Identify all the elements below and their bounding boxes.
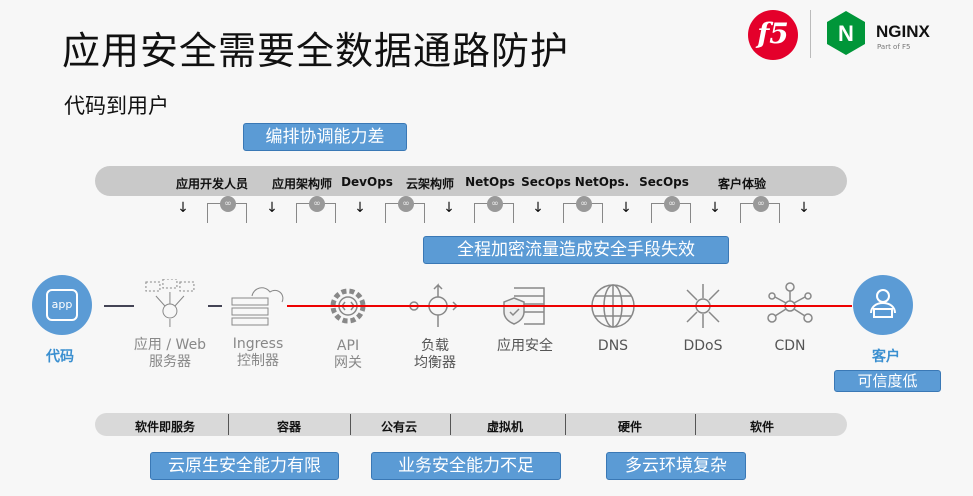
link-icon: ∞ xyxy=(398,196,414,212)
customer-node xyxy=(853,275,913,335)
callout-trust: 可信度低 xyxy=(834,370,941,392)
encrypted-traffic-line xyxy=(287,305,852,307)
deployment-segment: 硬件 xyxy=(617,420,643,434)
role-label: 应用架构师 xyxy=(271,177,333,191)
api-label-2: 网关 xyxy=(334,355,362,371)
cdn-label: CDN xyxy=(774,338,806,354)
link-icon: ∞ xyxy=(664,196,680,212)
ingress-label-1: Ingress xyxy=(232,336,284,352)
down-arrow-icon: ↓ xyxy=(266,200,278,216)
svg-text:N: N xyxy=(838,21,854,46)
callout-business: 业务安全能力不足 xyxy=(371,452,561,480)
f5-logo: f5 xyxy=(748,10,798,60)
link-icon: ∞ xyxy=(487,196,503,212)
nginx-tagline: Part of F5 xyxy=(877,43,911,51)
link-icon: ∞ xyxy=(220,196,236,212)
lb-label-2: 均衡器 xyxy=(414,355,456,371)
handoff-bracket: ∞ xyxy=(563,196,603,223)
cdn-node: CDN xyxy=(766,282,814,355)
customer-label: 客户 xyxy=(872,349,900,365)
nginx-logo: N xyxy=(827,11,865,55)
user-laptop-icon xyxy=(870,289,896,318)
app-security-node: 应用安全 xyxy=(497,282,553,355)
ingress-label-2: 控制器 xyxy=(237,353,279,369)
handoff-bracket: ∞ xyxy=(385,196,425,223)
web-server-icon xyxy=(145,279,195,327)
app-icon: app xyxy=(46,289,78,321)
web-label-1: 应用 / Web xyxy=(133,337,207,353)
role-label: NetOps xyxy=(465,175,515,189)
code-node: app xyxy=(32,275,92,335)
callout-cloud-native: 云原生安全能力有限 xyxy=(150,452,339,480)
ddos-node: DDoS xyxy=(678,282,728,355)
role-label: SecOps xyxy=(521,175,571,189)
deployment-segment: 虚拟机 xyxy=(486,420,524,434)
dns-label: DNS xyxy=(597,338,629,354)
down-arrow-icon: ↓ xyxy=(443,200,455,216)
segment-divider xyxy=(228,414,229,435)
handoff-bracket: ∞ xyxy=(207,196,247,223)
handoff-bracket: ∞ xyxy=(474,196,514,223)
connector-line xyxy=(208,305,222,307)
handoff-bracket: ∞ xyxy=(651,196,691,223)
role-label: SecOps xyxy=(639,175,689,189)
role-label: DevOps xyxy=(341,175,393,189)
role-label: 客户体验 xyxy=(717,177,767,191)
ingress-server-cloud-icon xyxy=(231,287,284,326)
role-label: NetOps. xyxy=(574,175,630,189)
lb-label-1: 负载 xyxy=(421,338,449,354)
down-arrow-icon: ↓ xyxy=(354,200,366,216)
ddos-label: DDoS xyxy=(683,338,723,354)
deployment-segment: 软件 xyxy=(749,420,775,434)
roles-bar xyxy=(95,166,847,196)
down-arrow-icon: ↓ xyxy=(798,200,810,216)
dns-node: DNS xyxy=(589,282,637,355)
load-balancer-node: 负载均衡器 xyxy=(408,282,462,372)
api-label-1: API xyxy=(336,338,360,354)
deployment-segment: 公有云 xyxy=(380,420,418,434)
connector-line xyxy=(104,305,134,307)
deployment-segment: 容器 xyxy=(276,420,302,434)
callout-multicloud: 多云环境复杂 xyxy=(606,452,746,480)
nginx-wordmark: NGINX xyxy=(876,22,930,41)
code-label: 代码 xyxy=(46,349,74,365)
callout-orchestration: 编排协调能力差 xyxy=(243,123,407,151)
page-title: 应用安全需要全数据通路防护 xyxy=(62,29,570,73)
down-arrow-icon: ↓ xyxy=(620,200,632,216)
deployment-segment: 软件即服务 xyxy=(134,420,196,434)
handoff-bracket: ∞ xyxy=(296,196,336,223)
down-arrow-icon: ↓ xyxy=(709,200,721,216)
link-icon: ∞ xyxy=(576,196,592,212)
segment-divider xyxy=(350,414,351,435)
web-label-2: 服务器 xyxy=(148,354,191,370)
appsec-label: 应用安全 xyxy=(497,338,553,354)
page-subtitle: 代码到用户 xyxy=(64,94,169,118)
segment-divider xyxy=(450,414,451,435)
handoff-bracket: ∞ xyxy=(740,196,780,223)
logo-divider xyxy=(810,10,811,58)
down-arrow-icon: ↓ xyxy=(177,200,189,216)
link-icon: ∞ xyxy=(753,196,769,212)
deployment-bar xyxy=(95,413,847,436)
callout-encryption: 全程加密流量造成安全手段失效 xyxy=(423,236,729,264)
segment-divider xyxy=(565,414,566,435)
role-label: 云架构师 xyxy=(405,177,455,191)
link-icon: ∞ xyxy=(309,196,325,212)
role-label: 应用开发人员 xyxy=(175,177,249,191)
segment-divider xyxy=(695,414,696,435)
down-arrow-icon: ↓ xyxy=(532,200,544,216)
